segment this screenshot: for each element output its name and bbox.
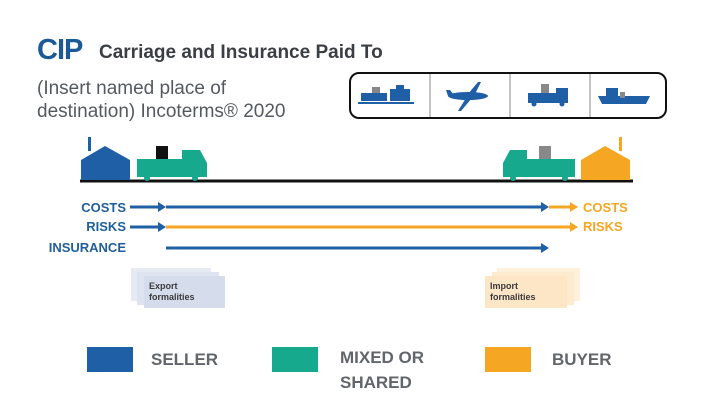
truck-icon: [528, 84, 568, 107]
buyer-legend-label: BUYER: [552, 350, 612, 369]
buyer-swatch: [485, 347, 531, 372]
ship-icon: [598, 88, 650, 104]
seller-truck-icon: [137, 146, 207, 181]
subtitle-line-2: destination) Incoterms® 2020: [37, 101, 286, 122]
risks-label: RISKS: [86, 219, 126, 234]
import-line-1: Import: [490, 281, 518, 291]
import-formalities-doc: [485, 268, 580, 308]
export-line-1: Export: [149, 281, 178, 291]
incoterm-subtitle: (Insert named place of destination) Inco…: [37, 77, 285, 123]
costs-arrows: [130, 202, 578, 212]
insurance-label: INSURANCE: [48, 240, 126, 255]
buyer-costs-label: COSTS: [583, 200, 628, 215]
subtitle-line-1: (Insert named place of: [37, 78, 227, 99]
incoterm-title: Carriage and Insurance Paid To: [99, 42, 383, 63]
buyer-truck-icon: [503, 146, 575, 181]
export-formalities-label: Export formalities: [149, 281, 195, 303]
import-line-2: formalities: [490, 292, 536, 302]
buyer-risks-label: RISKS: [583, 219, 623, 234]
rail-icon: [358, 85, 414, 104]
plane-icon: [446, 82, 488, 111]
export-formalities-doc: [131, 268, 225, 308]
transport-modes-box: [349, 72, 667, 119]
export-line-2: formalities: [149, 292, 195, 302]
risks-arrows: [130, 222, 578, 232]
mixed-line-2: SHARED: [340, 373, 412, 392]
costs-label: COSTS: [81, 200, 126, 215]
seller-warehouse-icon: [81, 137, 130, 180]
import-formalities-label: Import formalities: [490, 281, 536, 303]
incoterm-code: CIP: [37, 34, 83, 66]
buyer-warehouse-icon: [581, 137, 630, 180]
insurance-arrow: [166, 243, 549, 253]
seller-legend-label: SELLER: [151, 350, 219, 369]
mixed-swatch: [272, 347, 318, 372]
seller-swatch: [87, 347, 133, 372]
mixed-line-1: MIXED OR: [340, 348, 425, 367]
mixed-legend-label: MIXED OR SHARED: [340, 345, 424, 395]
